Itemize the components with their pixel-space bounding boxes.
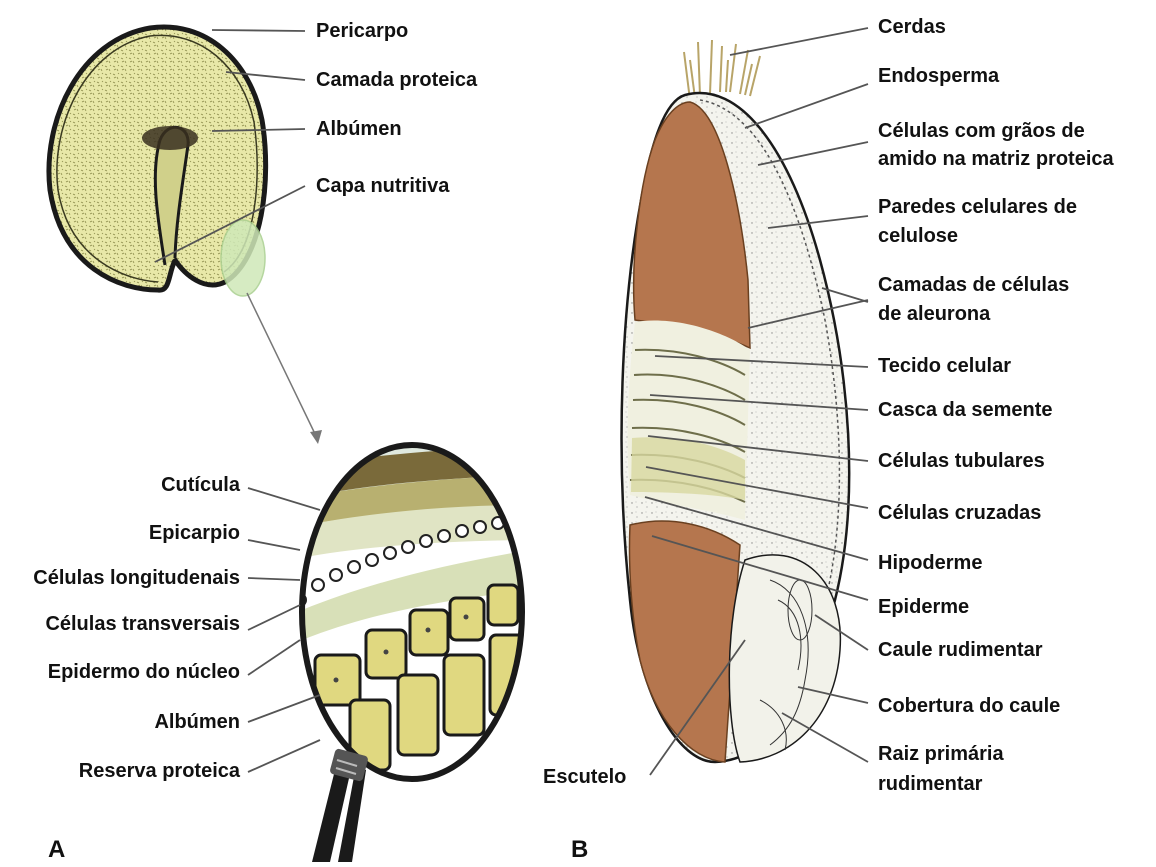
label-endosperma: Endosperma	[878, 63, 999, 89]
label-celulas-cruzadas: Células cruzadas	[878, 500, 1041, 526]
label-hipoderme: Hipoderme	[878, 550, 982, 576]
label-raiz-1: Raiz primária	[878, 741, 1004, 767]
label-cobertura-caule: Cobertura do caule	[878, 693, 1060, 719]
label-epidermo-nucleo: Epidermo do núcleo	[48, 659, 240, 685]
label-camada-proteica: Camada proteica	[316, 67, 477, 93]
label-celulas-longitudenais: Células longitudenais	[33, 565, 240, 591]
label-cuticula: Cutícula	[161, 472, 240, 498]
label-cerdas: Cerdas	[878, 14, 946, 40]
label-raiz-2: rudimentar	[878, 771, 982, 797]
label-epicarpio: Epicarpio	[149, 520, 240, 546]
label-celulas-transversais: Células transversais	[45, 611, 240, 637]
label-paredes-1: Paredes celulares de	[878, 194, 1077, 220]
label-albumen-top: Albúmen	[316, 116, 402, 142]
label-paredes-2: celulose	[878, 223, 958, 249]
magnifier-handle-icon	[312, 748, 369, 862]
panel-label-b: B	[571, 836, 588, 864]
label-caule-rudimentar: Caule rudimentar	[878, 637, 1042, 663]
label-epiderme: Epiderme	[878, 594, 969, 620]
magnifier-lens	[290, 440, 530, 779]
label-reserva-proteica: Reserva proteica	[79, 758, 240, 784]
label-casca-semente: Casca da semente	[878, 397, 1053, 423]
label-celulas-tubulares: Células tubulares	[878, 448, 1045, 474]
label-celulas-graos-1: Células com grãos de	[878, 118, 1085, 144]
label-camadas-1: Camadas de células	[878, 272, 1069, 298]
label-tecido-celular: Tecido celular	[878, 353, 1011, 379]
panel-label-a: A	[48, 836, 65, 864]
label-camadas-2: de aleurona	[878, 301, 990, 327]
label-capa-nutritiva: Capa nutritiva	[316, 173, 449, 199]
label-escutelo: Escutelo	[543, 764, 626, 790]
zoom-pointer-line	[247, 293, 317, 438]
label-pericarpo: Pericarpo	[316, 18, 408, 44]
label-albumen-lens: Albúmen	[154, 709, 240, 735]
label-celulas-graos-2: amido na matriz proteica	[878, 146, 1114, 172]
grain-cross-section	[49, 27, 266, 296]
